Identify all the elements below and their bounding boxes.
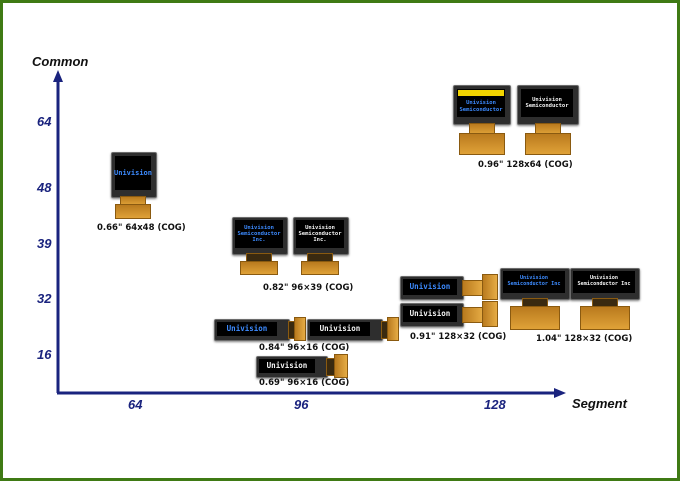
oled-screen: Univision [403, 279, 457, 295]
caption-091: 0.91" 128×32 (COG) [410, 332, 507, 342]
oled-screen: Univision [403, 306, 457, 322]
caption-084: 0.84" 96×16 (COG) [259, 343, 350, 353]
y-tick-64: 64 [37, 114, 52, 129]
x-axis-title: Segment [572, 396, 627, 411]
y-tick-39: 39 [37, 236, 52, 251]
oled-module-091-bottom-image: Univision [400, 301, 498, 327]
y-tick-32: 32 [37, 291, 52, 306]
x-tick-64: 64 [128, 397, 143, 412]
oled-module-066-image: Univision [111, 152, 157, 220]
caption-066: 0.66" 64x48 (COG) [97, 223, 186, 233]
oled-screen: Univision [114, 156, 152, 190]
y-tick-16: 16 [37, 347, 52, 362]
caption-069: 0.69" 96×16 (COG) [259, 378, 350, 388]
oled-screen: Univision [217, 322, 277, 336]
caption-096: 0.96" 128x64 (COG) [478, 160, 573, 170]
y-axis-title: Common [32, 54, 89, 69]
oled-module-084-blue-image: Univision [214, 317, 306, 341]
x-axis-arrow [554, 388, 566, 398]
oled-screen: Univision [259, 359, 315, 373]
oled-module-084-white-image: Univision [307, 317, 399, 341]
y-axis-arrow [53, 70, 63, 82]
oled-screen: Univision [310, 322, 370, 336]
caption-104: 1.04" 128×32 (COG) [536, 334, 633, 344]
oled-module-091-top-image: Univision [400, 274, 498, 300]
caption-082: 0.82" 96×39 (COG) [263, 283, 354, 293]
oled-module-069-image: Univision [256, 354, 348, 378]
x-tick-96: 96 [294, 397, 309, 412]
y-tick-48: 48 [37, 180, 52, 195]
x-tick-128: 128 [484, 397, 506, 412]
